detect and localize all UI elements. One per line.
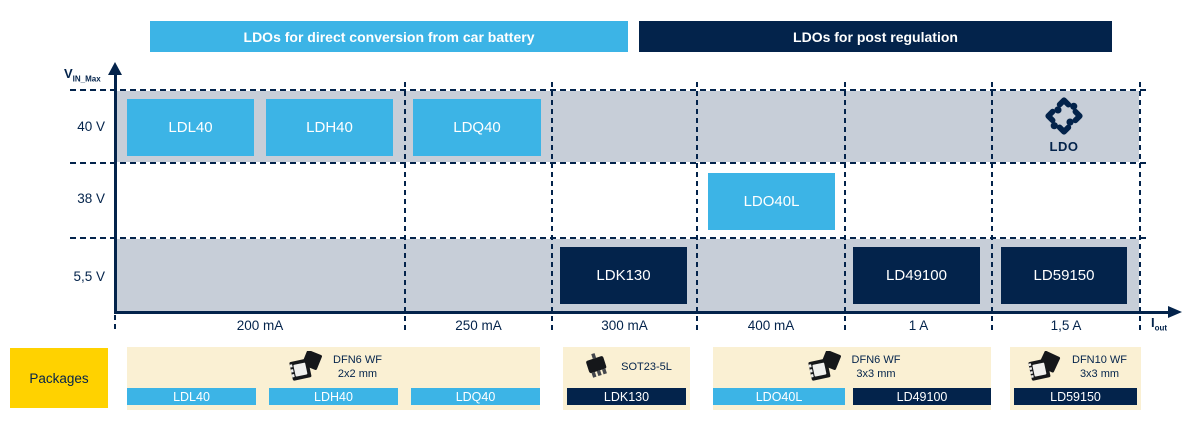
col-label-200ma: 200 mA [236,318,284,333]
package-part-bars: LD59150 [1010,388,1141,405]
grid-vline-1a5 [1139,82,1141,330]
grid-vline-1a [991,82,993,330]
header-direct-conversion: LDOs for direct conversion from car batt… [150,21,628,52]
package-panel-head: DFN6 WF 3x3 mm [713,347,991,387]
ldo-diamond-icon [1045,97,1083,135]
grid-hline-5v5-top [70,237,1148,239]
col-label-1a5: 1,5 A [1050,318,1082,333]
grid-vline-300 [696,82,698,330]
part-bar-ldk130: LDK130 [567,388,686,405]
grid-hline-40v-bottom [70,162,1148,164]
row-label-5v5: 5,5 V [73,269,105,284]
dfn6-chip-icon [289,351,323,381]
part-bar-ldl40: LDL40 [127,388,256,405]
dfn6-chip-icon [807,351,841,381]
dfn10-chip-icon [1028,351,1061,381]
package-panel-sot23: SOT23-5L LDK130 [563,347,690,410]
product-box-ldl40: LDL40 [127,99,254,156]
grid-hline-40v-top [70,89,1148,91]
package-panel-head: SOT23-5L [563,347,690,387]
package-name: DFN6 WF 2x2 mm [333,353,382,380]
col-label-300ma: 300 mA [601,318,648,333]
package-part-bars: LDL40 LDH40 LDQ40 [127,388,540,405]
row-label-38v: 38 V [77,191,105,206]
row-label-40v: 40 V [77,119,105,134]
package-panel-dfn6-2x2: DFN6 WF 2x2 mm LDL40 LDH40 LDQ40 [127,347,540,410]
sot23-chip-icon [586,353,608,378]
header-post-regulation: LDOs for post regulation [639,21,1112,52]
ldo-family-badge: LDO [1027,95,1101,154]
grid-vline-200 [404,82,406,330]
part-bar-ldo40l: LDO40L [713,388,845,405]
grid-vline-250 [551,82,553,330]
packages-title: Packages [10,348,108,408]
grid-tick-origin [114,315,116,330]
package-part-bars: LDO40L LD49100 [713,388,991,405]
col-label-250ma: 250 mA [455,318,502,333]
col-label-400ma: 400 mA [747,318,795,333]
package-name: DFN6 WF 3x3 mm [851,353,901,380]
part-bar-ld49100: LD49100 [853,388,991,405]
part-bar-ldq40: LDQ40 [411,388,540,405]
y-axis-label: VIN_Max [64,66,101,84]
product-box-ldk130: LDK130 [560,247,687,304]
part-bar-ldh40: LDH40 [269,388,398,405]
package-panel-dfn10-3x3: DFN10 WF 3x3 mm LD59150 [1010,347,1141,410]
package-panel-head: DFN6 WF 2x2 mm [127,347,540,387]
x-axis [114,311,1170,314]
package-part-bars: LDK130 [563,388,690,405]
part-bar-ld59150: LD59150 [1014,388,1137,405]
product-box-ldq40: LDQ40 [413,99,541,156]
product-box-ld49100: LD49100 [853,247,980,304]
col-label-1a: 1 A [908,318,929,333]
x-axis-arrow-icon [1168,306,1182,318]
y-axis-arrow-icon [108,62,122,75]
package-name: SOT23-5L [621,360,672,373]
x-axis-label: Iout [1151,315,1168,333]
grid-vline-400 [844,82,846,330]
package-name: DFN10 WF 3x3 mm [1072,353,1127,380]
product-box-ldh40: LDH40 [266,99,393,156]
ldo-badge-label: LDO [1049,139,1079,154]
product-box-ldo40l: LDO40L [708,173,835,230]
y-axis [114,74,117,312]
package-panel-head: DFN10 WF 3x3 mm [1010,347,1141,387]
package-panel-dfn6-3x3: DFN6 WF 3x3 mm LDO40L LD49100 [713,347,991,410]
product-box-ld59150: LD59150 [1001,247,1127,304]
